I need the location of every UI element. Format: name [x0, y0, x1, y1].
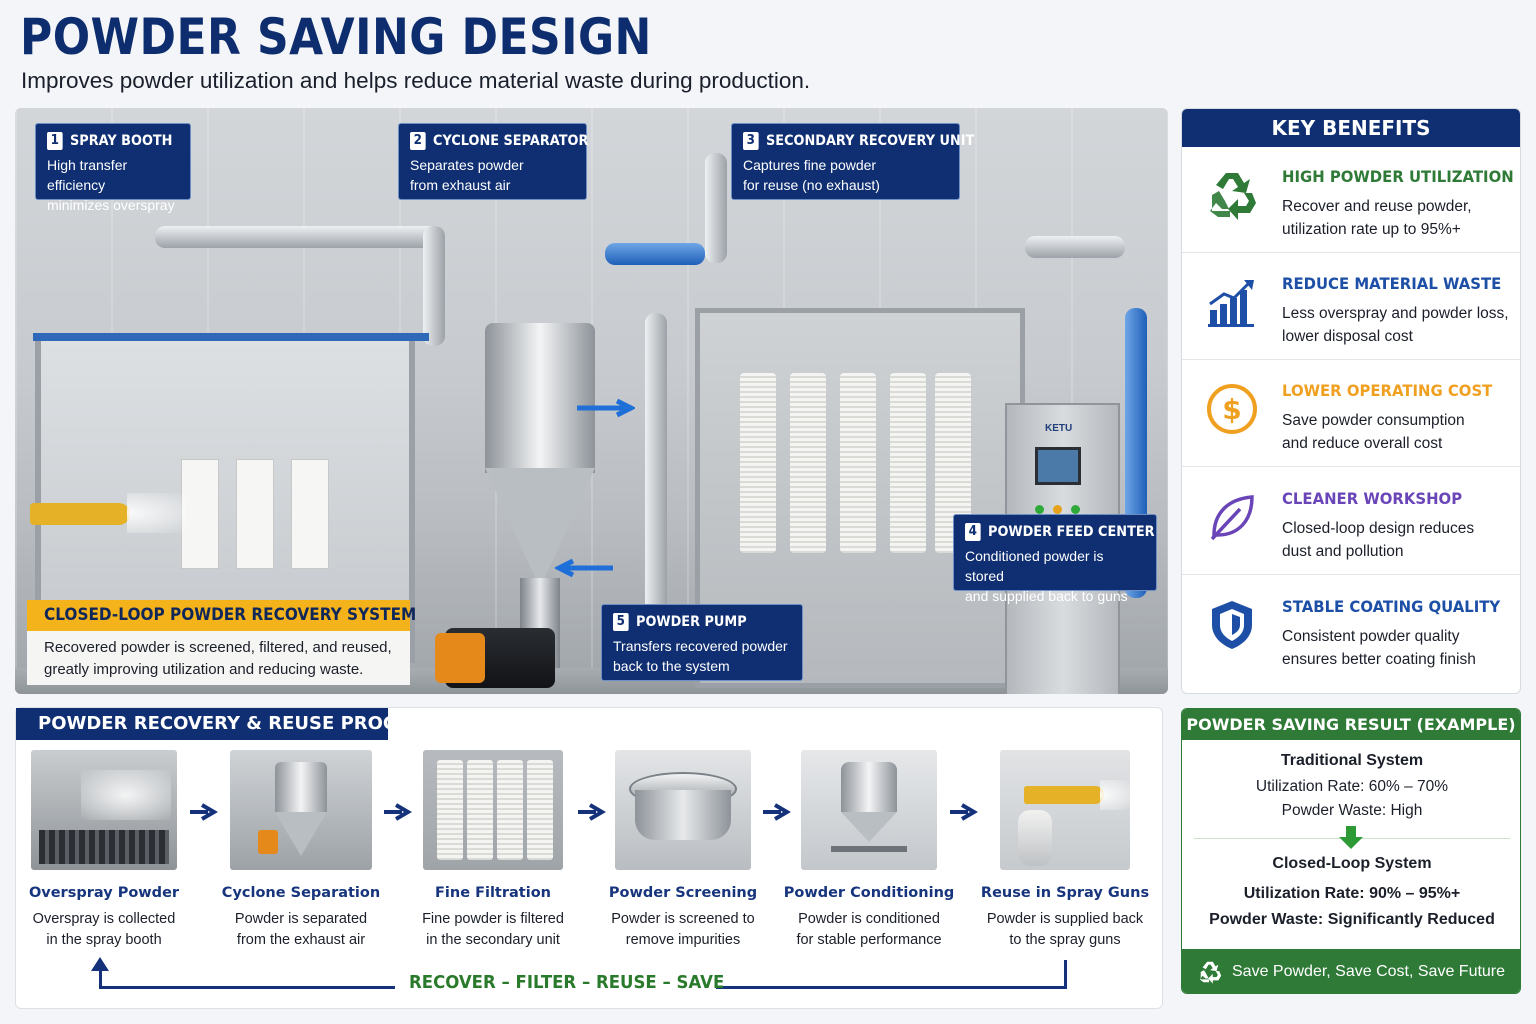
duct-pipe [155, 226, 445, 248]
indicator-light [1053, 505, 1062, 514]
cyclone-separator [485, 323, 595, 473]
spray-gun [30, 503, 130, 525]
shield-icon [1212, 601, 1252, 649]
page-title: POWDER SAVING DESIGN [20, 8, 652, 66]
closed-loop-rate: Utilization Rate: 90% – 95%+ [1243, 885, 1461, 902]
benefit-item: $ LOWER OPERATING COST Save powder consu… [1182, 361, 1520, 467]
touch-screen [1035, 447, 1081, 485]
arrow-right-icon [190, 803, 218, 821]
filtration-image [423, 750, 563, 870]
traditional-waste: Powder Waste: High [1281, 802, 1423, 819]
filter-cartridge [840, 373, 876, 553]
traditional-rate: Utilization Rate: 60% – 70% [1255, 778, 1449, 795]
arrow-right-icon [950, 803, 978, 821]
powder-spray [127, 493, 187, 533]
closed-loop-banner: CLOSED-LOOP POWDER RECOVERY SYSTEM Recov… [27, 600, 416, 685]
result-title: POWDER SAVING RESULT (EXAMPLE) [1182, 709, 1520, 740]
result-footer-text: Save Powder, Save Cost, Save Future [1232, 963, 1506, 980]
overspray-image [31, 750, 177, 870]
key-benefits-title: KEY BENEFITS [1182, 109, 1520, 147]
equipment-photo: KETU [15, 108, 1168, 694]
closed-loop-description: Recovered powder is screened, filtered, … [27, 631, 410, 685]
process-step: Cyclone Separation Powder is separated f… [206, 750, 396, 951]
arrow-right-icon [578, 803, 606, 821]
process-step: Fine Filtration Fine powder is filtered … [398, 750, 588, 951]
blue-hose [605, 243, 705, 265]
benefit-item: REDUCE MATERIAL WASTE Less overspray and… [1182, 254, 1520, 360]
saving-result-panel: POWDER SAVING RESULT (EXAMPLE) Tradition… [1181, 708, 1521, 994]
spray-gun-image [1000, 750, 1130, 870]
svg-text:$: $ [1222, 393, 1241, 426]
filter-cartridge [790, 373, 826, 553]
cyclone-image [230, 750, 372, 870]
process-title: POWDER RECOVERY & REUSE PROCESS [16, 708, 434, 740]
equipment-brand: KETU [1045, 423, 1073, 434]
benefit-item: STABLE COATING QUALITY Consistent powder… [1182, 577, 1520, 683]
loop-line [99, 986, 395, 989]
process-step: Powder Screening Powder is screened to r… [588, 750, 778, 951]
loop-line [1064, 960, 1067, 989]
benefit-item: CLEANER WORKSHOP Closed-loop design redu… [1182, 469, 1520, 575]
benefit-item: HIGH POWDER UTILIZATION Recover and reus… [1182, 147, 1520, 253]
loop-label: RECOVER – FILTER – REUSE – SAVE [409, 972, 725, 993]
arrow-right-icon [384, 803, 412, 821]
flow-arrow-icon [577, 398, 635, 418]
dollar-icon: $ [1207, 384, 1257, 434]
duct-pipe [705, 153, 727, 263]
result-footer: Save Powder, Save Cost, Save Future [1182, 949, 1520, 993]
return-pipe [645, 313, 667, 653]
powder-pump-motor [435, 628, 555, 688]
conditioning-image [801, 750, 937, 870]
process-step: Reuse in Spray Guns Powder is supplied b… [970, 750, 1160, 951]
flow-arrow-icon [555, 558, 613, 578]
filter-cartridge [890, 373, 926, 553]
indicator-light [1035, 505, 1044, 514]
screening-image [615, 750, 751, 870]
closed-loop-system-title: Closed-Loop System [1272, 855, 1432, 872]
leaf-icon [1210, 495, 1254, 541]
arrow-up-icon [91, 957, 109, 971]
key-benefits-panel: KEY BENEFITS HIGH POWDER UTILIZATION Rec… [1181, 108, 1521, 694]
bar-chart-icon [1208, 280, 1254, 327]
traditional-system-title: Traditional System [1280, 752, 1424, 769]
arrow-down-icon [1339, 826, 1363, 849]
arrow-right-icon [763, 803, 791, 821]
loop-line [99, 964, 102, 988]
recycle-icon [1210, 173, 1256, 220]
process-step: Powder Conditioning Powder is conditione… [774, 750, 964, 951]
process-panel: POWDER RECOVERY & REUSE PROCESS Overspra… [15, 707, 1163, 1009]
page-subtitle: Improves powder utilization and helps re… [21, 68, 811, 93]
closed-loop-waste: Powder Waste: Significantly Reduced [1209, 911, 1495, 928]
process-step: Overspray Powder Overspray is collected … [9, 750, 199, 951]
filter-cartridge [740, 373, 776, 553]
closed-loop-title: CLOSED-LOOP POWDER RECOVERY SYSTEM [44, 605, 417, 625]
indicator-light [1071, 505, 1080, 514]
recycle-icon [1199, 961, 1222, 984]
loop-line [716, 986, 1066, 989]
duct-pipe [1025, 236, 1125, 258]
duct-pipe [423, 226, 445, 346]
